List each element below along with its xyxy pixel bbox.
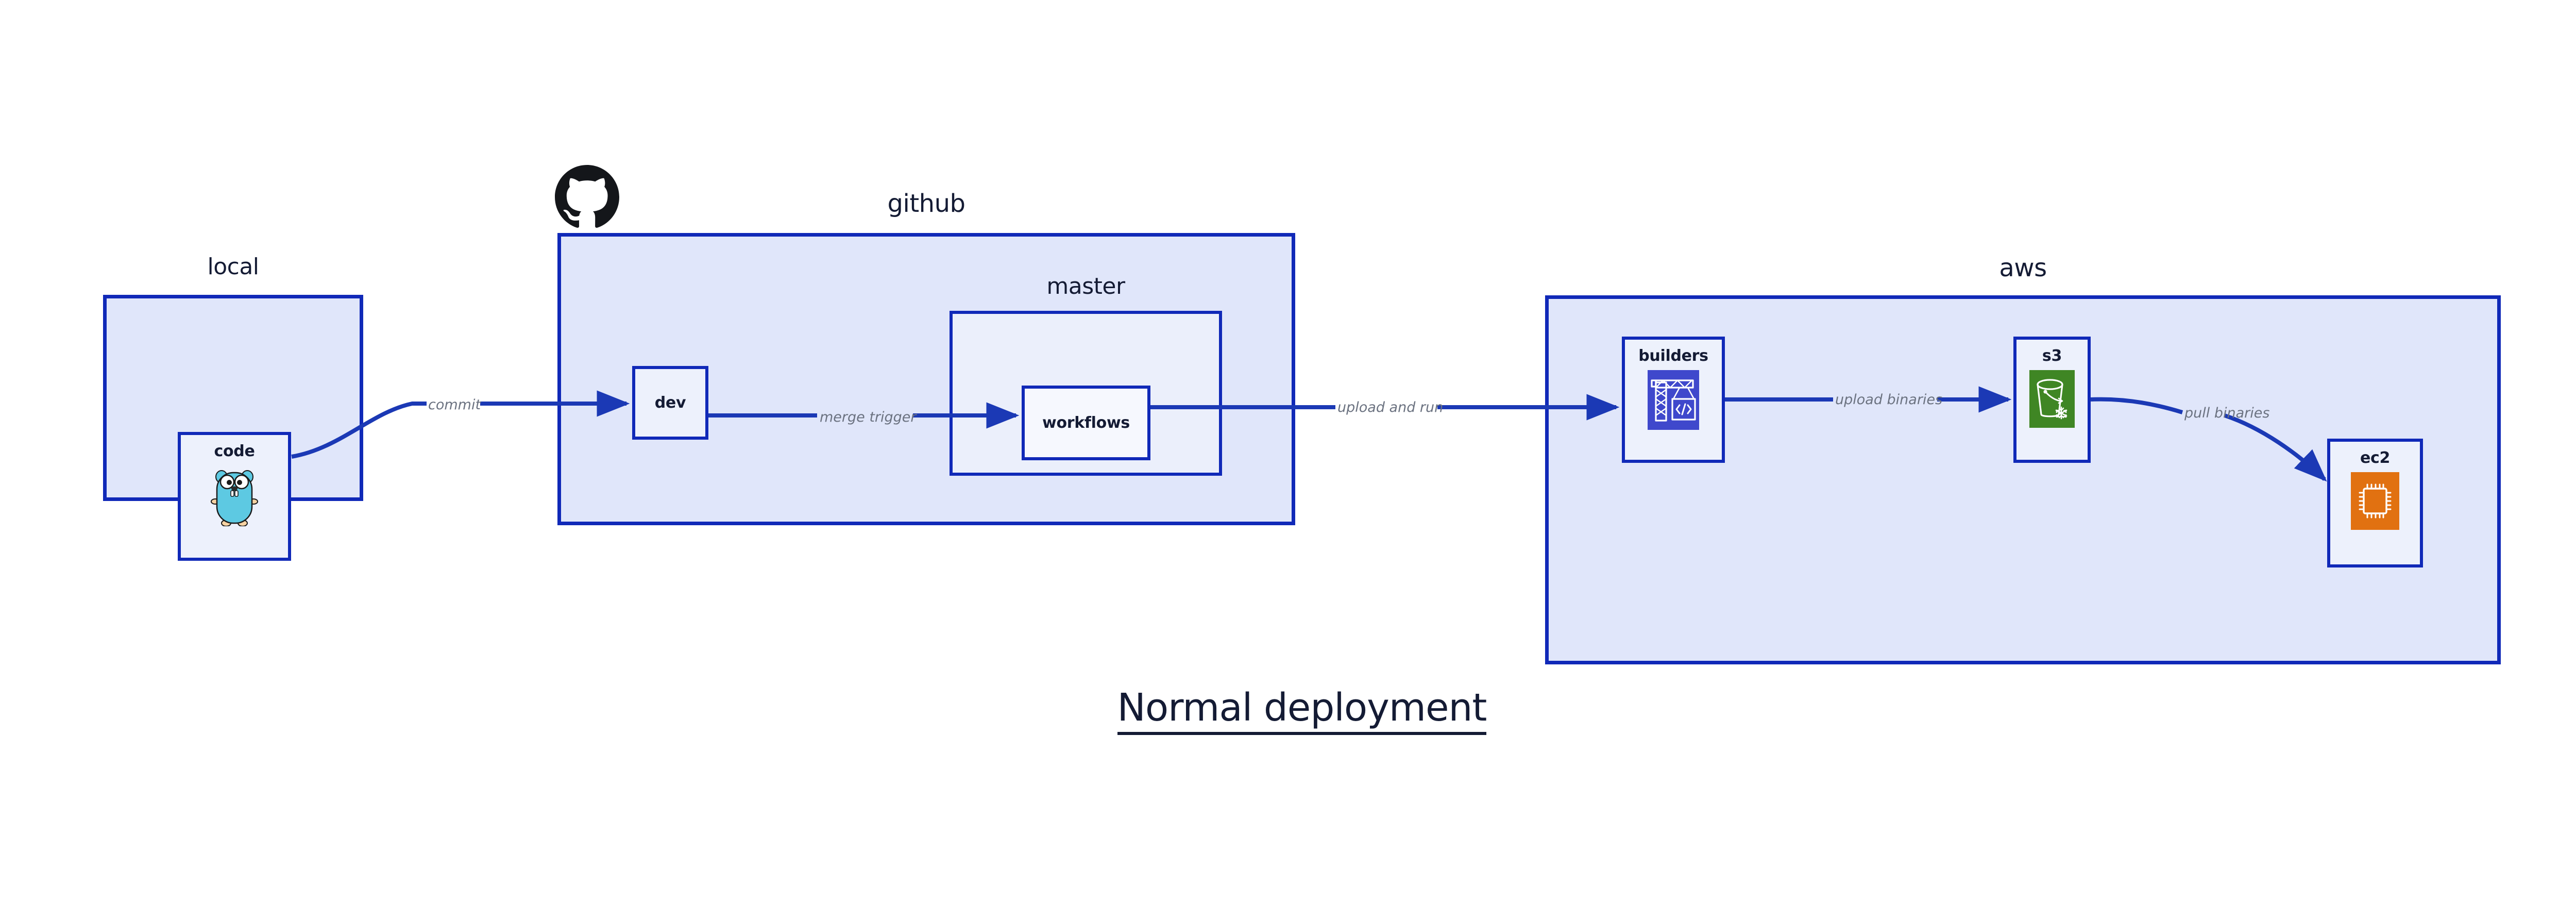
aws-ec2-icon: [2351, 472, 2399, 530]
node-workflows[interactable]: workflows: [1022, 386, 1150, 460]
node-ec2[interactable]: ec2: [2327, 439, 2423, 567]
node-label-ec2: ec2: [2360, 449, 2391, 467]
aws-s3-icon: [2029, 370, 2075, 428]
edge-label-commit: commit: [428, 397, 481, 413]
node-label-builders: builders: [1638, 347, 1708, 365]
node-label-dev: dev: [654, 394, 686, 412]
github-octocat-icon: [555, 165, 619, 229]
group-label-github: github: [887, 189, 965, 218]
node-builders[interactable]: builders: [1622, 337, 1725, 463]
edge-label-merge-trigger: merge trigger: [820, 409, 917, 425]
node-s3[interactable]: s3: [2013, 337, 2091, 463]
node-label-workflows: workflows: [1042, 414, 1130, 432]
go-gopher-icon: [211, 465, 258, 527]
group-label-local: local: [207, 254, 259, 280]
group-label-master: master: [1046, 273, 1125, 299]
node-dev[interactable]: dev: [632, 366, 708, 440]
edge-label-pull-binaries: pull binaries: [2184, 405, 2270, 421]
aws-builders-icon: [1648, 370, 1699, 430]
page-title: Normal deployment: [0, 686, 2576, 735]
page-title-text: Normal deployment: [1117, 686, 1487, 735]
edge-label-upload-binaries: upload binaries: [1835, 392, 1943, 408]
group-label-aws: aws: [1999, 254, 2047, 282]
node-code[interactable]: code: [178, 432, 291, 561]
node-label-s3: s3: [2042, 347, 2062, 365]
node-label-code: code: [214, 442, 255, 460]
edge-label-upload-and-run: upload and run: [1337, 399, 1444, 415]
